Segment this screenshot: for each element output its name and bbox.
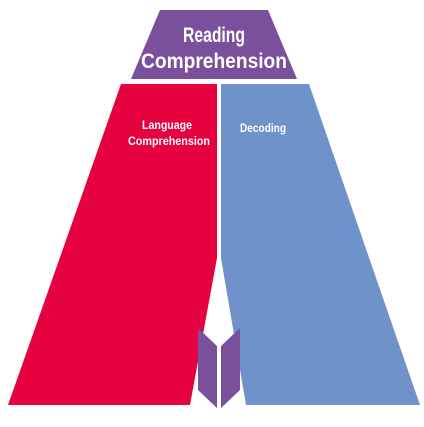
banner-shape	[131, 10, 297, 79]
book-right-page	[221, 328, 240, 408]
left-pillar-label-line2: Comprehension	[128, 134, 210, 148]
reading-comprehension-banner: Reading Comprehension	[131, 10, 297, 79]
left-pillar-label-line1: Language	[142, 118, 192, 132]
language-comprehension-pillar: Language Comprehension	[8, 84, 217, 405]
decoding-pillar: Decoding	[221, 84, 420, 405]
right-pillar-label: Decoding	[240, 121, 286, 135]
book-left-page	[198, 328, 217, 408]
banner-title-line1: Reading	[183, 24, 245, 47]
open-book-icon	[198, 328, 240, 408]
left-pillar-shape	[8, 84, 217, 405]
banner-title-line2: Comprehension	[141, 50, 287, 73]
right-pillar-shape	[221, 84, 420, 405]
